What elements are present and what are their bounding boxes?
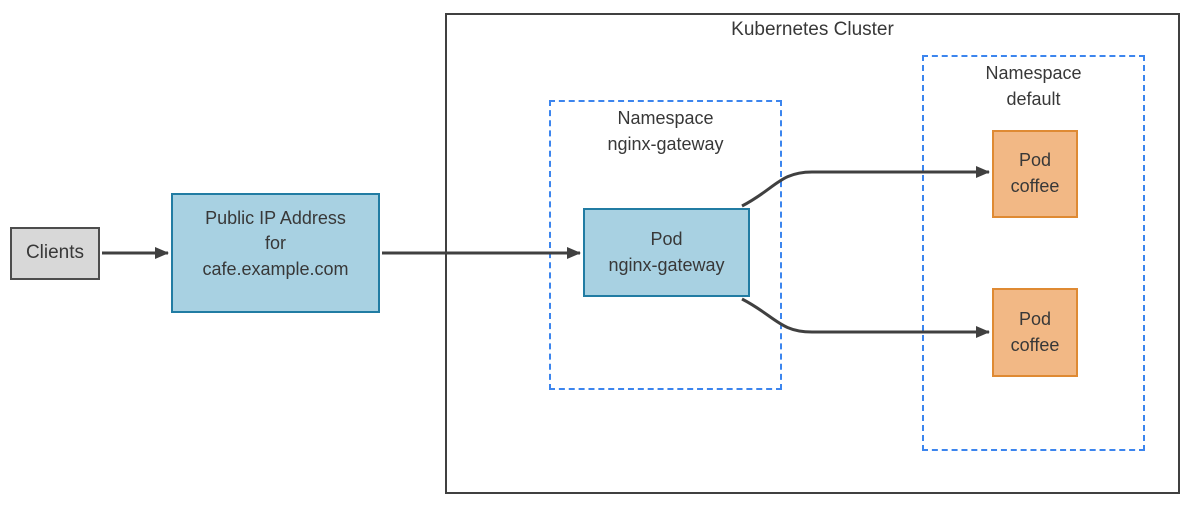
namespace-nginx-gateway-box: Namespace nginx-gateway [549, 100, 782, 390]
pod-coffee-top-label: Pod coffee [1010, 150, 1060, 196]
public-ip-label: Public IP Address for cafe.example.com [202, 207, 349, 279]
clients-label: Clients [25, 242, 85, 264]
namespace-nginx-gateway-label: Namespace nginx-gateway [607, 108, 724, 155]
kubernetes-cluster-title: Kubernetes Cluster [731, 19, 894, 40]
pod-nginx-gateway-node: Pod nginx-gateway [583, 208, 750, 297]
pod-nginx-gateway-label: Pod nginx-gateway [608, 228, 725, 275]
pod-coffee-bottom-label: Pod coffee [1010, 308, 1060, 355]
namespace-default-box: Namespace default [922, 55, 1145, 451]
pod-coffee-top-node: Pod coffee [992, 130, 1078, 218]
pod-coffee-bottom-node: Pod coffee [992, 288, 1078, 377]
public-ip-node: Public IP Address for cafe.example.com [171, 193, 380, 313]
namespace-default-label: Namespace default [985, 63, 1082, 110]
clients-node: Clients [10, 227, 100, 280]
